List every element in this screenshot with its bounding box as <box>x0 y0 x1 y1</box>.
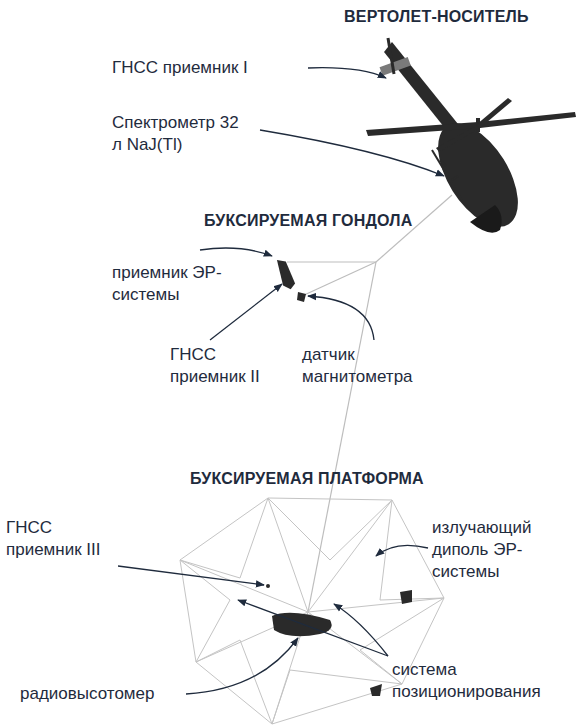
part-heading: БУКСИРУЕМАЯ ПЛАТФОРМА <box>190 468 490 490</box>
part-label: приемник ЭР-системы <box>112 262 224 306</box>
part-label: излучающий диполь ЭР-системы <box>432 517 552 583</box>
helicopter <box>366 38 576 240</box>
part-label: Спектрометр 32 л NaJ(Tl) <box>112 112 242 156</box>
tow-cable <box>287 195 452 612</box>
platform-parts <box>266 584 412 696</box>
leader-line <box>118 68 444 694</box>
gondola <box>275 257 306 302</box>
part-label: ГНСС приемник I <box>112 57 312 79</box>
part-label: система позиционирования <box>392 659 562 703</box>
part-label: ГНСС приемник II <box>170 344 278 388</box>
part-label: ГНСС приемник III <box>6 517 118 561</box>
part-heading: ВЕРТОЛЕТ-НОСИТЕЛЬ <box>344 6 576 28</box>
part-label: датчик магнитометра <box>302 344 432 388</box>
part-heading: БУКСИРУЕМАЯ ГОНДОЛА <box>204 210 464 232</box>
part-label: радиовысотомер <box>20 683 190 705</box>
